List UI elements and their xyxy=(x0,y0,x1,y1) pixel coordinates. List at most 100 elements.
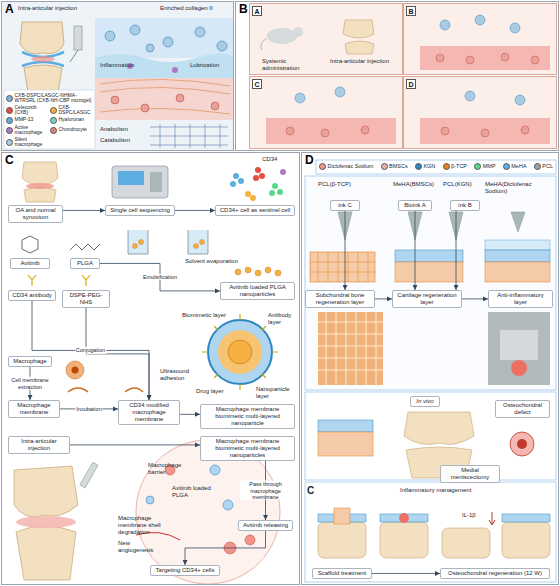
legend-swatch xyxy=(50,107,57,114)
panel-a-art xyxy=(70,50,78,62)
legend-item: MeHA xyxy=(502,162,528,170)
legend-swatch xyxy=(474,163,481,170)
legend-swatch xyxy=(319,163,326,170)
legend-text: MeHA xyxy=(511,163,526,169)
panel-d-art xyxy=(502,514,550,522)
connector-arrow xyxy=(70,444,200,445)
panel-b-art xyxy=(286,53,539,137)
panel-a-art xyxy=(24,65,62,92)
panel-a-art xyxy=(105,31,115,41)
panel-a-art xyxy=(163,37,173,47)
panel-c-art xyxy=(238,178,244,184)
sub-panel: C xyxy=(250,77,402,148)
panel-c-art xyxy=(275,270,281,276)
panel-a-art xyxy=(211,102,219,110)
panel-a-art xyxy=(105,25,227,52)
panel-d-art xyxy=(485,262,550,282)
legend-swatch xyxy=(50,117,57,124)
panel-d-art xyxy=(318,514,550,522)
panel-a-art xyxy=(141,104,149,112)
panel-b-art xyxy=(295,15,525,105)
panel-d-art xyxy=(399,513,409,523)
free-label: New angiogenesis xyxy=(118,540,164,554)
connector-arrow xyxy=(185,531,266,565)
panel-c-art xyxy=(82,275,90,286)
panel-a-art xyxy=(146,44,154,52)
panel-b-art xyxy=(510,23,520,33)
connector-arrow xyxy=(180,414,200,415)
legend-swatch xyxy=(50,127,57,134)
edge-label: Conjugation xyxy=(75,347,106,353)
caption-box: Avitinib releasing xyxy=(238,520,293,531)
panel-c-art xyxy=(228,340,252,364)
panel-c-art xyxy=(188,230,208,254)
panel-b-art xyxy=(236,2,558,150)
panel-a-art xyxy=(100,87,230,94)
panel-a-art xyxy=(127,63,178,73)
panel-c-art xyxy=(230,167,286,201)
panel-c-art xyxy=(269,190,275,196)
panel-d-art xyxy=(485,240,550,250)
panel-c-art xyxy=(22,236,38,253)
panel-b-art xyxy=(501,53,509,61)
caption-text: CD34 modified macrophage membrane xyxy=(121,402,177,423)
panel-b-art xyxy=(481,129,489,137)
free-label: Avitinib loaded PLGA xyxy=(172,485,228,499)
panel-c-art xyxy=(68,388,88,392)
panel-b-art xyxy=(345,41,374,54)
caption-text: Osteochondral regeneration (12 W) xyxy=(443,570,547,577)
legend-text: PCL xyxy=(542,163,553,169)
caption-text: Macrophage membrane biomimetic multi-lay… xyxy=(203,438,292,459)
caption-box: Bioink A xyxy=(398,200,432,211)
caption-box: Single cell sequencing xyxy=(105,205,175,216)
legend-text: MMP xyxy=(483,163,496,169)
legend-item: Celecoxib (CXB) xyxy=(5,104,49,116)
caption-box: Osteochondral regeneration (12 W) xyxy=(440,568,550,579)
legend: CXB-DSPC/LASGC-NHMA-WTRSRL (CXB-NH-CBP m… xyxy=(5,92,93,148)
panel-letter: B xyxy=(406,6,416,16)
panel-a-art xyxy=(150,124,228,148)
panel-c-art xyxy=(150,172,162,192)
panel-b-art xyxy=(266,46,550,144)
panel-b-art xyxy=(266,118,396,144)
panel-d-art xyxy=(380,514,428,522)
panel-b-art xyxy=(441,127,449,135)
legend-text: KGN xyxy=(423,163,435,169)
legend-swatch xyxy=(415,163,422,170)
panel-c-art xyxy=(14,466,78,517)
edge-label: Pass through macrophage membrane xyxy=(240,481,292,500)
legend-text: Hyaluronan xyxy=(59,117,85,123)
panel-letter: C xyxy=(252,79,262,89)
free-label: Inflammation xyxy=(100,62,145,69)
caption-text: Macrophage membrane biomimetic multi-lay… xyxy=(203,406,292,427)
panel-b-art xyxy=(361,126,369,134)
panel-c-art xyxy=(200,240,205,245)
free-label: Systemic administration xyxy=(262,58,322,72)
panel-c-art xyxy=(202,314,278,390)
panel-c-art xyxy=(22,162,58,184)
caption-text: Macrophage xyxy=(11,358,49,365)
panel-d-art xyxy=(511,212,525,232)
caption-text: Single cell sequencing xyxy=(108,207,172,214)
caption-box: Avitinib xyxy=(10,258,50,269)
legend-item: Chondrocyte xyxy=(49,124,93,136)
panel-d-art xyxy=(442,528,490,558)
legend-item: Silent macrophage xyxy=(5,136,49,148)
panel-c-art xyxy=(218,330,262,374)
caption-text: Avitinib loaded PLGA nanoparticles xyxy=(223,284,292,298)
connector-arrow xyxy=(63,210,105,211)
panel-c-art xyxy=(125,388,143,392)
legend-swatch xyxy=(534,163,541,170)
caption-box: CD34+ cell as sentinel cell xyxy=(215,205,295,216)
legend-swatch xyxy=(6,127,13,134)
caption-text: Intra-articular injection xyxy=(11,438,67,452)
caption-box: Macrophage membrane xyxy=(8,400,60,418)
connector-arrow xyxy=(175,210,215,211)
panel-c-art xyxy=(146,496,154,504)
free-label: Antibody layer xyxy=(268,312,298,326)
caption-box: CD34 modified macrophage membrane xyxy=(118,400,180,425)
caption-text: In vivo xyxy=(413,398,437,405)
panel-a-art xyxy=(31,56,55,62)
panel-d-art xyxy=(485,250,550,262)
caption-text: Avitinib xyxy=(13,260,47,267)
